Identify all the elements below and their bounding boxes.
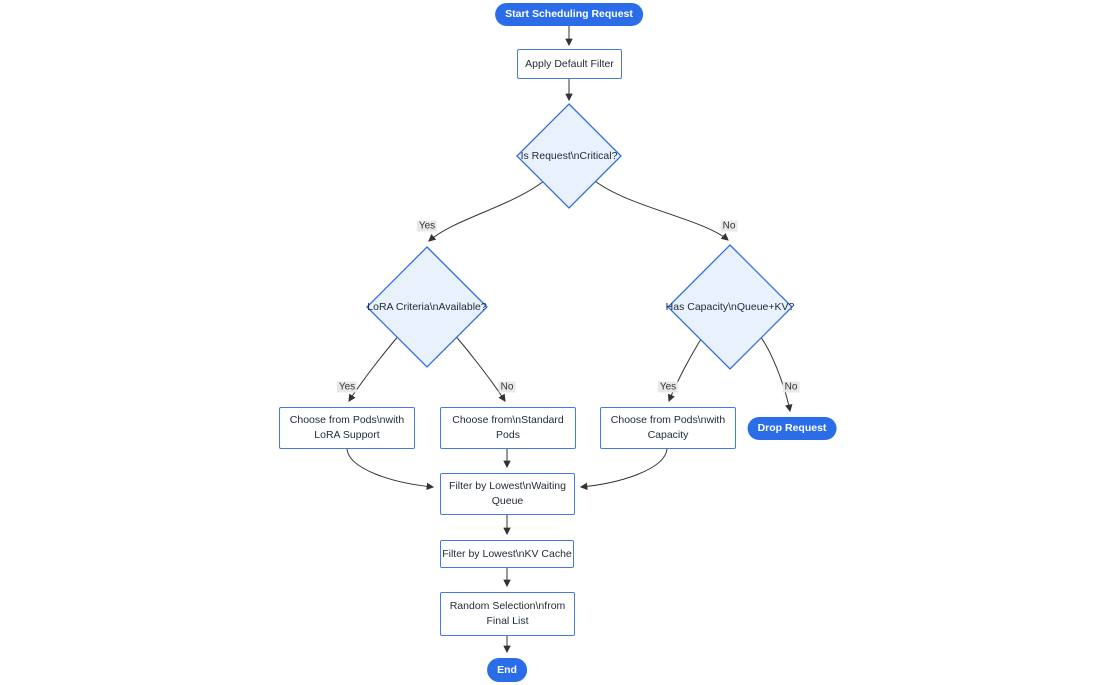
node-drop-request: Drop Request — [747, 417, 837, 440]
node-choose-lora-pods-line2: LoRA Support — [314, 429, 380, 441]
node-random-selection-line2: Final List — [486, 615, 529, 627]
node-end: End — [487, 658, 527, 682]
node-end-label: End — [497, 663, 517, 676]
node-start: Start Scheduling Request — [495, 3, 643, 26]
decision-is-critical-label: Is Request\nCritical? — [520, 150, 618, 162]
node-choose-lora-pods: Choose from Pods\nwith LoRA Support — [279, 407, 415, 449]
node-filter-waiting-queue-line1: Filter by Lowest\nWaiting — [449, 480, 566, 492]
node-filter-waiting-queue: Filter by Lowest\nWaiting Queue — [440, 473, 575, 515]
node-choose-capacity-pods-line1: Choose from Pods\nwith — [610, 414, 726, 426]
edge-label-critical-no: No — [720, 220, 738, 232]
node-drop-request-label: Drop Request — [757, 422, 827, 434]
decision-is-critical-shape — [516, 103, 622, 209]
edge-choosecap-filter — [579, 448, 668, 491]
edge-chooselora-filter — [346, 448, 435, 491]
edge-critical-no — [594, 180, 729, 241]
node-filter-kv-cache: Filter by Lowest\nKV Cache — [440, 540, 574, 568]
node-start-label: Start Scheduling Request — [505, 8, 633, 20]
node-choose-capacity-pods: Choose from Pods\nwith Capacity — [600, 407, 736, 449]
edge-capacity-yes — [667, 335, 704, 403]
node-choose-standard-pods: Choose from\nStandard Pods — [440, 407, 576, 449]
node-choose-lora-pods-line1: Choose from Pods\nwith — [289, 414, 405, 426]
node-choose-capacity-pods-line2: Capacity — [647, 429, 689, 441]
edge-lora-yes — [348, 333, 401, 402]
node-choose-standard-pods-line1: Choose from\nStandard — [452, 414, 564, 426]
node-choose-standard-pods-line2: Pods — [496, 429, 520, 441]
node-apply-default-filter: Apply Default Filter — [517, 49, 622, 79]
node-filter-kv-cache-label: Filter by Lowest\nKV Cache — [442, 547, 572, 560]
edge-label-capacity-no: No — [782, 381, 800, 393]
node-random-selection-line1: Random Selection\nfrom — [449, 600, 566, 612]
node-apply-default-filter-label: Apply Default Filter — [525, 57, 614, 70]
decision-has-capacity-label: Has Capacity\nQueue+KV? — [665, 301, 795, 313]
edge-lora-no — [453, 333, 506, 402]
edge-label-lora-yes: Yes — [336, 381, 358, 393]
edge-label-lora-no: No — [498, 381, 516, 393]
decision-lora-criteria-label: LoRA Criteria\nAvailable? — [367, 301, 487, 313]
edge-label-critical-yes: Yes — [416, 220, 438, 232]
node-filter-waiting-queue-line2: Queue — [491, 495, 524, 507]
edge-capacity-no — [759, 335, 793, 413]
node-random-selection: Random Selection\nfrom Final List — [440, 592, 575, 636]
edge-label-capacity-yes: Yes — [657, 381, 679, 393]
decision-lora-criteria-shape — [366, 246, 488, 368]
edge-critical-yes — [428, 180, 545, 242]
decision-has-capacity-shape — [667, 244, 793, 370]
